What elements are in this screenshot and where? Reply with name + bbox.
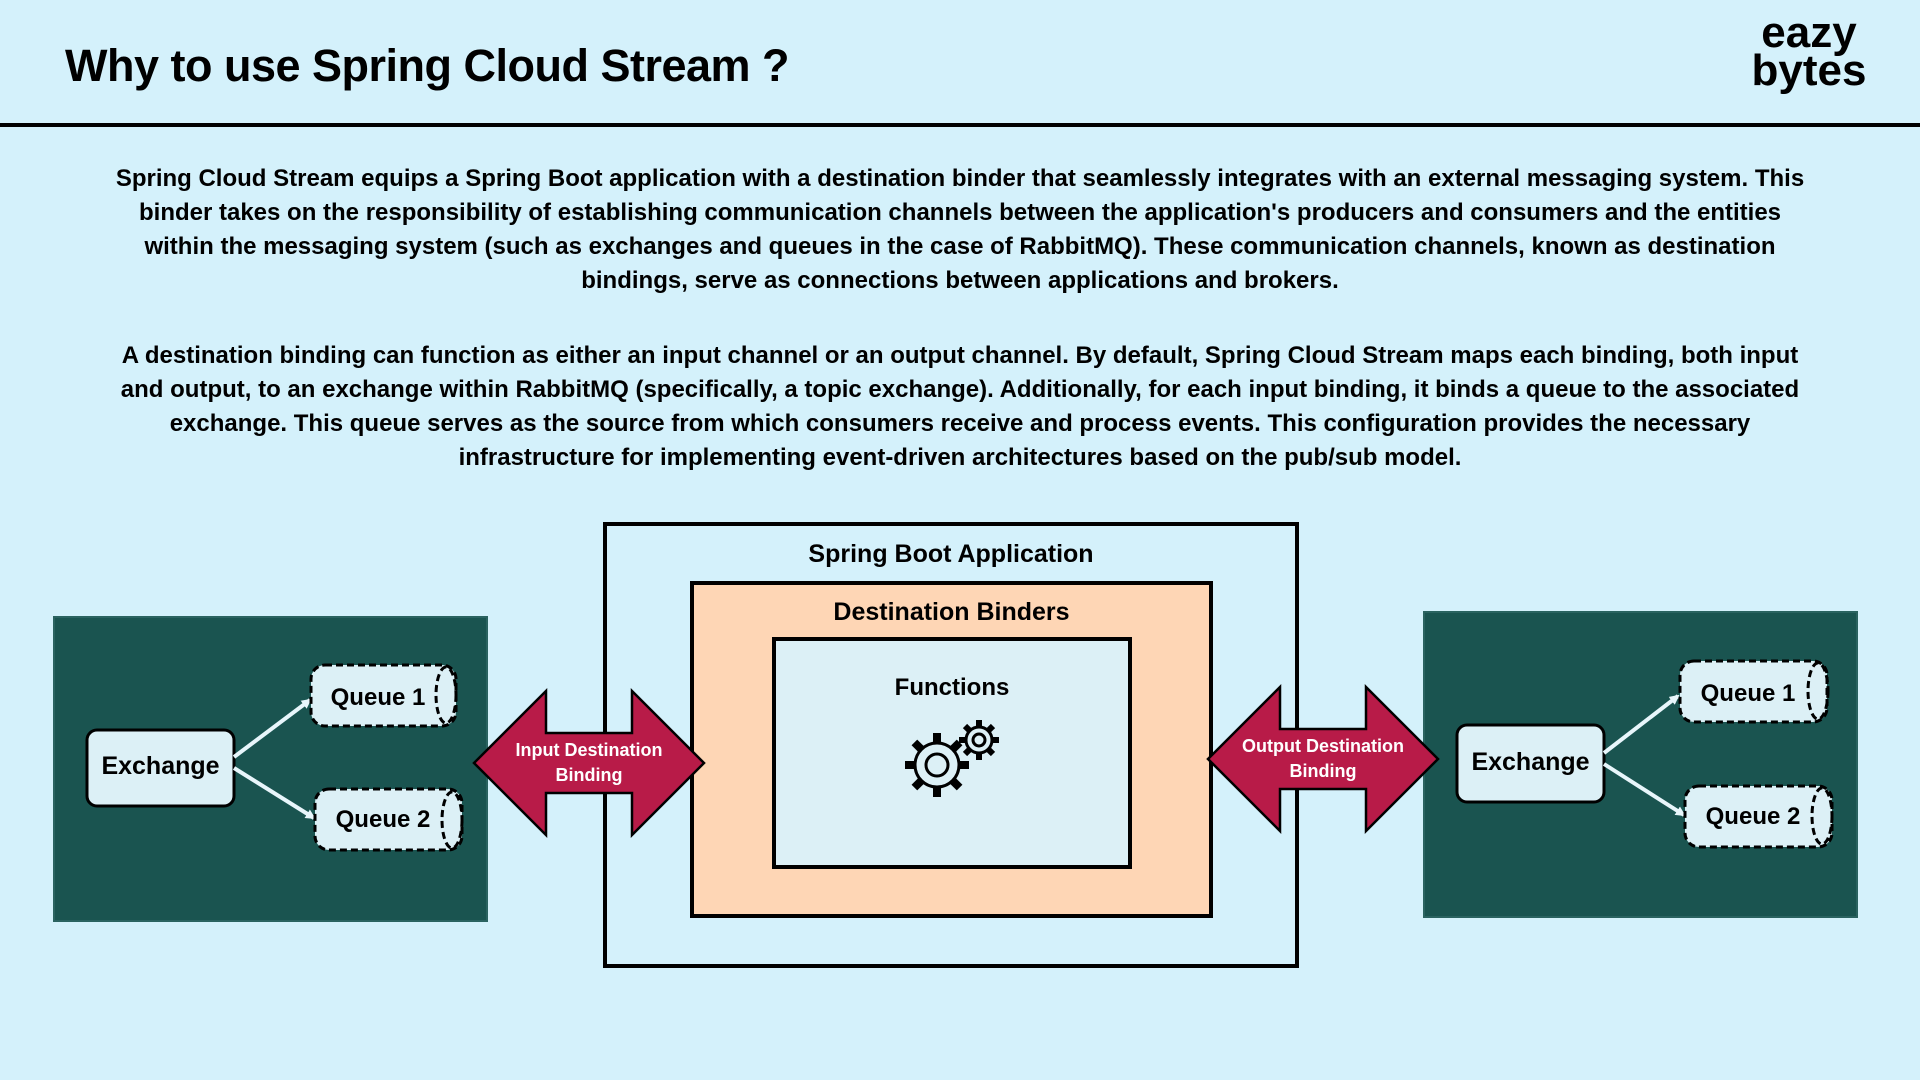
left-exchange-arrow-1 bbox=[232, 698, 312, 759]
spring-boot-app-label: Spring Boot Application bbox=[808, 540, 1094, 568]
left-queue-1-label: Queue 1 bbox=[330, 684, 426, 711]
functions-label: Functions bbox=[894, 674, 1010, 701]
binding-paragraph: A destination binding can function as ei… bbox=[120, 342, 1800, 471]
right-queue-2-label: Queue 2 bbox=[1705, 803, 1801, 830]
header-divider bbox=[0, 123, 1920, 127]
output-binding-label: Output Destination Binding bbox=[1242, 736, 1404, 781]
logo-line-1: eazy bbox=[1761, 8, 1857, 57]
left-queue-1 bbox=[309, 663, 458, 728]
right-exchange-box bbox=[1455, 723, 1606, 804]
right-queue-1-label: Queue 1 bbox=[1700, 680, 1796, 707]
input-binding-arrow bbox=[472, 687, 706, 839]
left-queue-2-label: Queue 2 bbox=[335, 806, 431, 833]
right-exchange-arrow-1 bbox=[1602, 694, 1680, 755]
left-exchange-arrow-2 bbox=[232, 766, 316, 820]
eazybytes-logo: eazy bytes bbox=[1744, 8, 1874, 95]
gears-icon bbox=[905, 720, 999, 797]
functions-box bbox=[772, 637, 1132, 869]
right-queue-2 bbox=[1683, 784, 1834, 849]
page-title: Why to use Spring Cloud Stream ? bbox=[65, 40, 790, 91]
left-exchange-label: Exchange bbox=[101, 752, 220, 780]
right-queue-1 bbox=[1678, 659, 1830, 724]
logo-line-2: bytes bbox=[1751, 46, 1867, 95]
intro-paragraph: Spring Cloud Stream equips a Spring Boot… bbox=[115, 165, 1805, 294]
output-binding-arrow bbox=[1206, 683, 1440, 835]
right-exchange-arrow-2 bbox=[1602, 762, 1686, 817]
right-exchange-label: Exchange bbox=[1471, 748, 1590, 776]
destination-binders-label: Destination Binders bbox=[833, 598, 1070, 626]
input-binding-label: Input Destination Binding bbox=[515, 740, 663, 785]
left-queue-2 bbox=[313, 787, 464, 852]
